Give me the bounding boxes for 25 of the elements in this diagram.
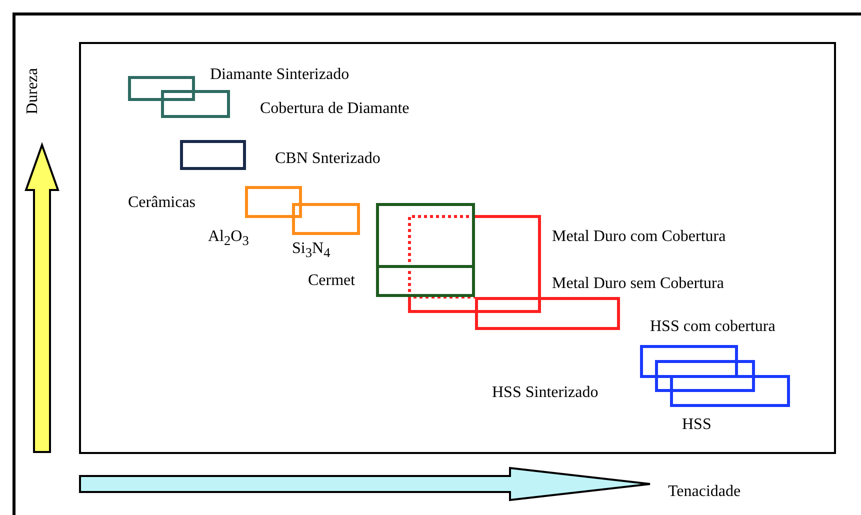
material-label: Metal Duro com Cobertura [552, 228, 726, 246]
range-box [475, 297, 620, 330]
range-box [292, 203, 360, 235]
range-box [655, 360, 755, 392]
range-box [376, 203, 475, 297]
material-label: HSS Sinterizado [492, 384, 598, 402]
range-box [408, 215, 541, 313]
range-box [640, 345, 738, 378]
range-box [128, 76, 195, 101]
axis-label: Dureza [24, 68, 42, 114]
range-box [180, 140, 246, 170]
range-box [245, 186, 302, 218]
material-label: HSS [682, 416, 712, 434]
material-label: Cermet [308, 272, 356, 290]
range-box [161, 90, 230, 118]
material-label: Al$_{2}$O$_{3}$ [208, 228, 249, 250]
material-label: CBN Snterizado [275, 150, 380, 168]
material-label: Diamante Sinterizado [210, 66, 350, 84]
material-label: Si$_{3}$N$_{4}$ [292, 240, 330, 262]
material-label: Cobertura de Diamante [260, 100, 410, 118]
material-label: Metal Duro sem Cobertura [552, 275, 724, 293]
group-label: Cerâmicas [128, 194, 196, 212]
range-box [670, 375, 790, 407]
material-label: HSS com cobertura [650, 318, 776, 336]
axis-label: Tenacidade [668, 483, 741, 501]
